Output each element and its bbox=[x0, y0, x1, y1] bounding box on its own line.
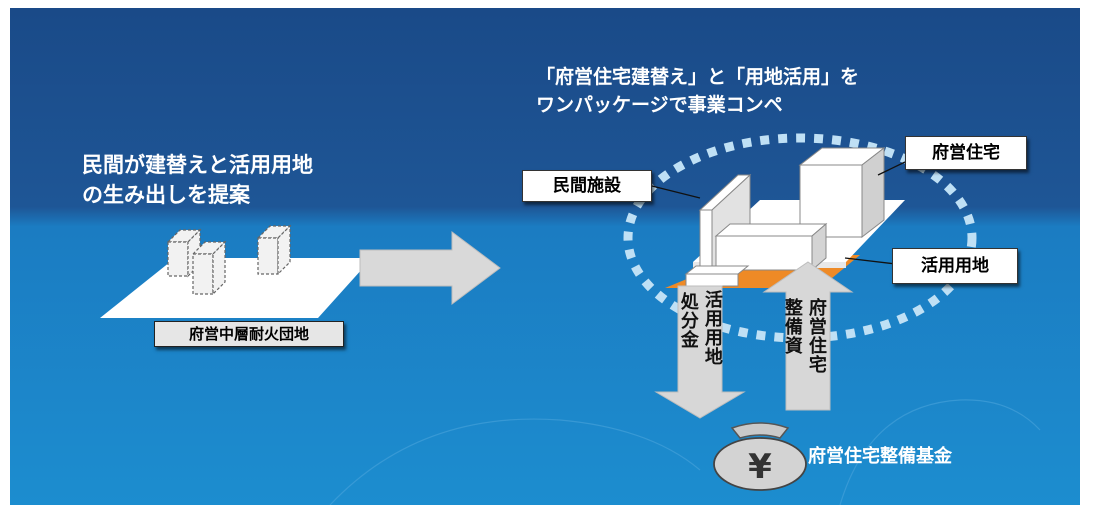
left-site-plot bbox=[100, 224, 372, 318]
down-arrow bbox=[654, 285, 746, 419]
left-heading-line2: の生み出しを提案 bbox=[82, 183, 250, 207]
transition-arrow bbox=[359, 231, 501, 305]
private-facility-label: 民間施設 bbox=[522, 170, 652, 202]
site-label: 府営中層耐火団地 bbox=[154, 321, 344, 347]
low-building bbox=[714, 222, 828, 272]
up-arrow-text-housing: 府営住宅 bbox=[805, 298, 827, 374]
leader-lines bbox=[651, 161, 906, 265]
land-label: 活用用地 bbox=[892, 248, 1018, 284]
up-arrow bbox=[762, 261, 854, 411]
down-arrow-text-proceeds: 処分金 bbox=[677, 292, 699, 349]
decorative-arcs bbox=[329, 399, 1041, 505]
small-block bbox=[684, 265, 750, 287]
money-bag-icon: ¥ bbox=[713, 422, 807, 491]
fund-label: 府営住宅整備基金 bbox=[808, 446, 952, 467]
svg-text:¥: ¥ bbox=[748, 447, 772, 487]
left-heading-line1: 民間が建替えと活用用地 bbox=[82, 153, 313, 177]
up-arrow-text-funding: 整備資 bbox=[781, 298, 803, 355]
right-heading-line2: ワンパッケージで事業コンペ bbox=[536, 94, 783, 116]
right-heading-line1: 「府営住宅建替え」と「用地活用」を bbox=[536, 66, 860, 88]
housing-label: 府営住宅 bbox=[905, 136, 1027, 170]
down-arrow-text-land: 活用用地 bbox=[701, 290, 723, 366]
